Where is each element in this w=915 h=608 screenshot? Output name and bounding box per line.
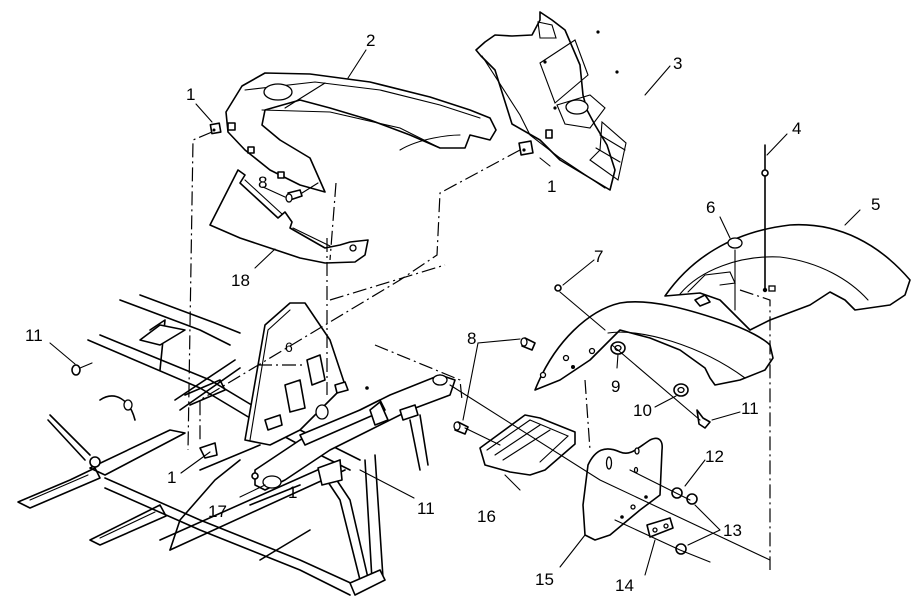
callout-12: 12 — [705, 447, 724, 466]
grommet-9 — [610, 341, 626, 355]
callout-1-upper-right: 1 — [547, 177, 556, 196]
callout-13: 13 — [723, 521, 742, 540]
part-front-cowl — [225, 72, 497, 193]
bolt-8-lower — [453, 421, 469, 435]
screw-11-right — [611, 344, 711, 429]
callout-9: 9 — [611, 377, 620, 396]
callout-15: 15 — [535, 570, 554, 589]
screw-7 — [554, 284, 606, 331]
callout-8-lower: 8 — [467, 329, 476, 348]
callout-labels: 1 1 1 1 2 3 4 5 6 7 8 8 9 10 11 11 11 12… — [25, 31, 880, 595]
callout-16: 16 — [477, 507, 496, 526]
nut-1-left — [209, 122, 222, 135]
callout-4: 4 — [792, 119, 801, 138]
part-center-console — [475, 11, 627, 191]
callout-18: 18 — [231, 271, 250, 290]
callout-14: 14 — [615, 576, 634, 595]
washer-10 — [673, 383, 689, 397]
callout-10: 10 — [633, 401, 652, 420]
bolt-8-middle — [520, 337, 536, 351]
part-frame: 6 — [17, 294, 456, 596]
part-mudflap-plate — [582, 437, 663, 541]
part-tail-light — [479, 414, 576, 476]
callout-1-upper-left: 1 — [186, 85, 195, 104]
part-rear-fender — [664, 223, 911, 331]
bolt-8-upper — [285, 182, 319, 203]
part-plate-14 — [646, 517, 674, 538]
callout-11-center: 11 — [417, 499, 435, 518]
callout-5: 5 — [871, 195, 880, 214]
callout-1-frame-left: 1 — [167, 468, 176, 487]
callout-17: 17 — [208, 502, 227, 521]
callout-3: 3 — [673, 54, 682, 73]
part-splash-panel — [209, 169, 369, 264]
callout-11-left: 11 — [25, 326, 43, 345]
callout-2: 2 — [366, 31, 375, 50]
pin-4 — [761, 144, 776, 293]
callout-1-frame-center: 1 — [288, 483, 297, 502]
screw-11-left — [71, 362, 93, 376]
frame-stamp-glyph: 6 — [285, 339, 293, 355]
leader-lines — [49, 49, 861, 576]
nut-1-right — [518, 129, 553, 156]
callout-7: 7 — [594, 247, 603, 266]
part-front-fender — [534, 301, 774, 391]
callout-8-upper: 8 — [258, 173, 267, 192]
callout-11-right: 11 — [741, 399, 759, 418]
callout-6: 6 — [706, 198, 715, 217]
